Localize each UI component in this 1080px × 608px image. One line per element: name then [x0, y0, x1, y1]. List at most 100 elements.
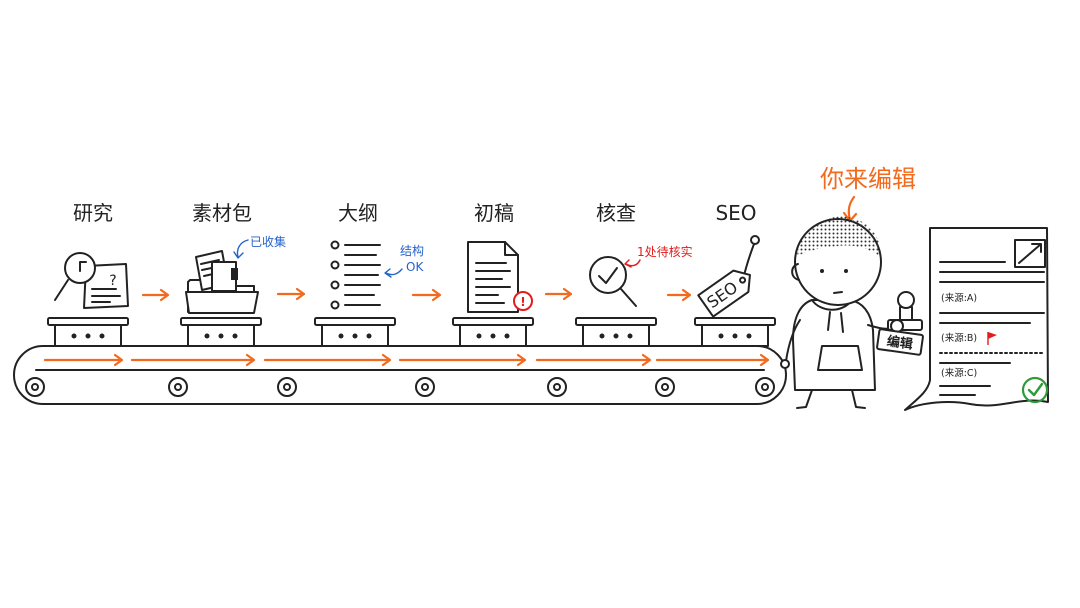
flow-arrow-5: [666, 288, 692, 302]
pedestal-factcheck: [575, 317, 657, 347]
stage-label-draft: 初稿: [474, 201, 514, 225]
check-circle-icon: [1021, 376, 1049, 404]
editor-eye-left: [820, 269, 824, 273]
note-pending-arrow: [624, 259, 641, 268]
editor-ear: [791, 263, 800, 281]
stage-label-research: 研究: [73, 201, 113, 225]
research-document-lines: [91, 288, 121, 303]
editor-hoodie-pocket: [817, 345, 863, 371]
pedestal-rivets: [599, 333, 633, 339]
stage-label-seo: SEO: [715, 201, 756, 225]
pedestals: [47, 317, 776, 347]
belt-arrow-6: [655, 353, 770, 367]
outline-bullet-2: [330, 260, 340, 270]
editor-eye-right: [844, 269, 848, 273]
belt-roller: [655, 377, 675, 397]
flow-arrow-4: [544, 287, 573, 301]
note-pending: 1处待核实: [624, 244, 693, 268]
stamp-label: 编辑: [886, 333, 914, 352]
check-magnifier-icon: [589, 256, 637, 307]
station-flow-arrows: [141, 287, 692, 302]
alert-icon: [513, 291, 533, 311]
folder-front: [185, 291, 259, 314]
outline-bullet-4: [330, 300, 340, 310]
belt-roller: [277, 377, 297, 397]
pedestal-outline: [314, 317, 396, 347]
belt-roller: [755, 377, 775, 397]
flow-arrow-3: [411, 288, 442, 302]
document-lines-bottom: [939, 385, 991, 396]
document-source-a: (来源:A): [941, 293, 977, 304]
draft-page-fold: [504, 241, 519, 256]
stamp-handle: [897, 291, 915, 309]
pedestal-rivets: [204, 333, 238, 339]
conveyor-belt: [13, 345, 787, 405]
check-circle: [1021, 376, 1049, 404]
red-flag-cloth: [988, 332, 997, 339]
stamp-plate: 编辑: [876, 328, 924, 356]
edited-document: (来源:A) (来源:B) (来源:C): [904, 227, 1049, 411]
seo-tag-hole: [739, 276, 747, 284]
image-placeholder-icon: [1014, 239, 1046, 268]
check-magnifier-lens: [589, 256, 627, 294]
document-source-c: (来源:C): [941, 368, 977, 379]
pedestal-top: [47, 317, 129, 326]
note-you-edit-text: 你来编辑: [820, 165, 916, 193]
magnifier-lens-detail: [79, 261, 87, 272]
pedestal-top: [314, 317, 396, 326]
editor-character: [780, 216, 893, 409]
pedestal-seo: [694, 317, 776, 347]
pedestal-materials: [180, 317, 262, 347]
document-lines-top: [939, 261, 1045, 283]
note-collected-text: 已收集: [250, 234, 286, 249]
pedestal-research: [47, 317, 129, 347]
pedestal-rivets: [718, 333, 752, 339]
note-collected-arrow: [233, 239, 249, 259]
belt-roller: [25, 377, 45, 397]
check-circle-mark: [1027, 382, 1044, 397]
alert-mark: !: [520, 295, 525, 309]
pedestal-top: [180, 317, 262, 326]
belt-roller: [547, 377, 567, 397]
stamp-label-box: [876, 328, 924, 356]
stage-label-outline: 大纲: [338, 201, 378, 225]
belt-roller: [415, 377, 435, 397]
editor-legs: [796, 389, 866, 409]
draft-page: [467, 241, 519, 313]
pedestal-rivets: [71, 333, 105, 339]
document-source-b: (来源:B): [941, 333, 977, 344]
belt-roller-axles: [31, 383, 769, 391]
belt-arrow-5: [535, 353, 652, 367]
outline-bullet-1: [330, 240, 340, 250]
note-structure-line-2: OK: [406, 260, 424, 274]
draft-text-lines: [475, 262, 511, 304]
pedestal-rivets: [476, 333, 510, 339]
checkmark-icon: [598, 267, 618, 284]
pedestal-draft: [452, 317, 534, 347]
belt-arrow-1: [43, 353, 124, 367]
stamp-neck: [899, 306, 913, 322]
editor-left-hand: [780, 359, 790, 369]
note-you-edit: 你来编辑: [820, 165, 916, 223]
outline-list-icon: [330, 240, 381, 310]
editor-hair: [797, 216, 882, 258]
seo-tag-icon: SEO: [697, 235, 760, 318]
stage-labels: 研究 素材包 大纲 初稿 核查 SEO: [73, 201, 757, 225]
image-placeholder-mark: [1018, 243, 1042, 264]
red-flag-icon: [987, 332, 997, 345]
flow-arrow-2: [276, 287, 306, 301]
research-question-mark: ?: [109, 273, 116, 289]
note-structure: 结构 OK: [384, 243, 424, 278]
pedestal-top: [452, 317, 534, 326]
pedestal-top: [694, 317, 776, 326]
belt-arrow-3: [263, 353, 392, 367]
belt-arrow-2: [130, 353, 256, 367]
stage-label-factcheck: 核查: [596, 201, 636, 225]
seo-tag-body: SEO: [697, 269, 751, 318]
folder-tab-marker: [231, 268, 238, 280]
magnifier-handle: [54, 279, 69, 301]
editor-mouth: [833, 291, 843, 294]
note-structure-line-1: 结构: [400, 243, 424, 258]
pedestal-top: [575, 317, 657, 326]
belt-roller: [168, 377, 188, 397]
